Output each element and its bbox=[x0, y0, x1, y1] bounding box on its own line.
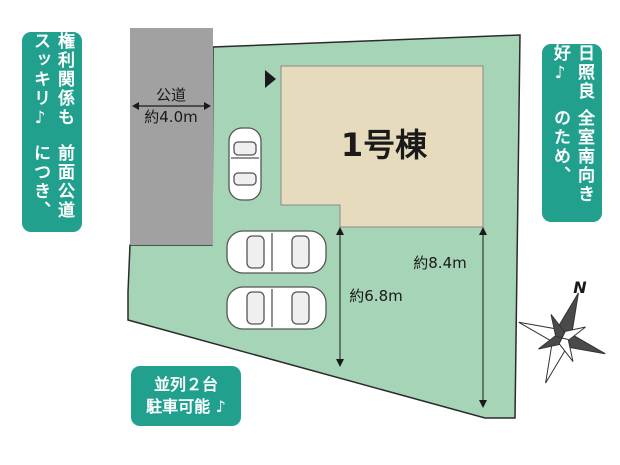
road-width-label: 約4.0m bbox=[144, 108, 197, 126]
note-line: 日照良好♪ bbox=[550, 44, 594, 101]
building-label: 1号棟 bbox=[341, 126, 428, 164]
car-icon bbox=[226, 286, 327, 330]
road-width-arrow bbox=[132, 102, 211, 110]
dimension-line-center bbox=[336, 227, 344, 367]
dimension-label-center: 約6.8m bbox=[349, 287, 402, 305]
note-line: 権利関係もスッキリ♪ bbox=[30, 32, 74, 130]
road-label: 公道 bbox=[156, 86, 186, 104]
car-icon bbox=[228, 127, 262, 201]
note-road-rights: 前面公道につき、 権利関係もスッキリ♪ bbox=[22, 32, 82, 232]
dimension-line-right bbox=[479, 227, 487, 408]
note-line: 駐車可能 ♪ bbox=[146, 397, 226, 416]
entrance-marker bbox=[265, 70, 276, 88]
car-icon bbox=[226, 230, 327, 274]
note-parking: 並列２台 駐車可能 ♪ bbox=[131, 366, 241, 426]
note-sunlight: 全室南向きのため、 日照良好♪ bbox=[542, 44, 602, 222]
dimension-label-right: 約8.4m bbox=[413, 254, 466, 272]
compass-north-label: N bbox=[573, 278, 587, 297]
note-line: 全室南向きのため、 bbox=[550, 108, 594, 204]
public-road bbox=[130, 28, 213, 245]
compass-rose bbox=[518, 292, 606, 384]
note-line: 並列２台 bbox=[153, 375, 218, 394]
note-line: 前面公道につき、 bbox=[30, 143, 74, 220]
